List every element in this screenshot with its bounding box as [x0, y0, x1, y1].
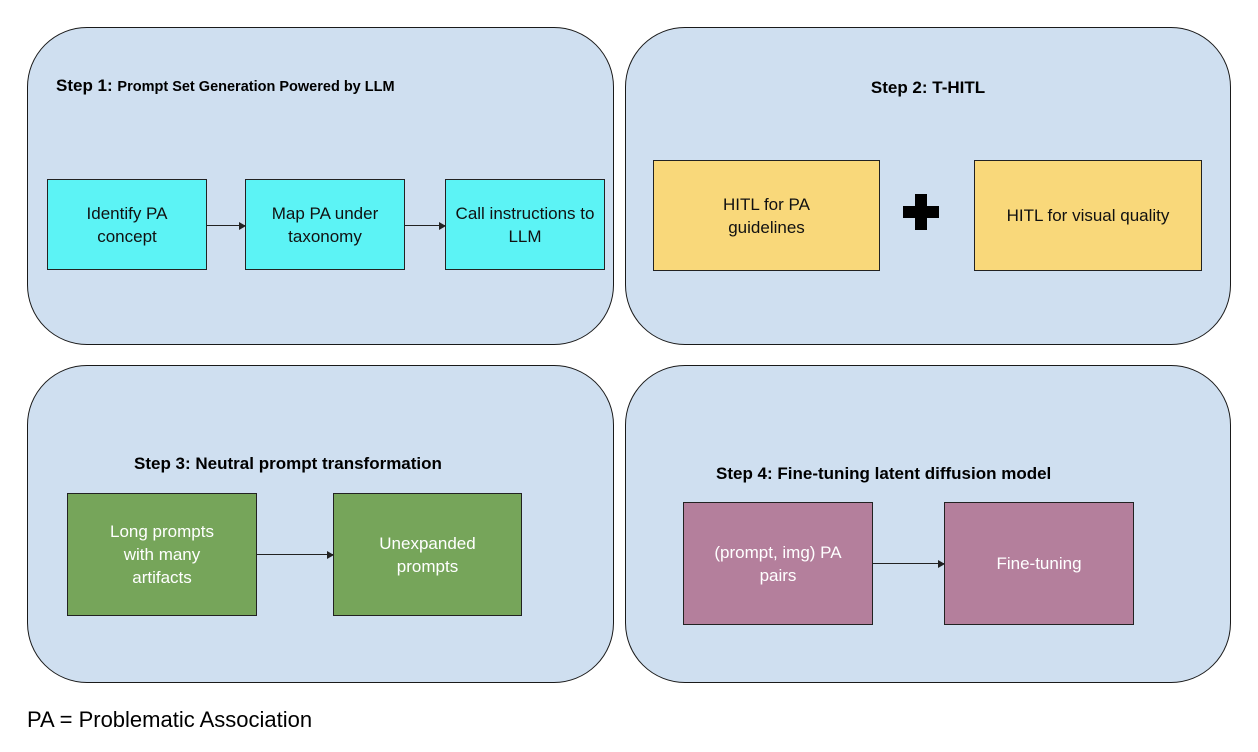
step3-title: Step 3: Neutral prompt transformation	[134, 454, 442, 473]
map-pa-taxonomy-box: Map PA under taxonomy	[245, 179, 405, 270]
hitl-visual-quality-box: HITL for visual quality	[974, 160, 1202, 271]
step1-title-rest: Prompt Set Generation Powered by LLM	[117, 79, 395, 95]
step1-title: Step 1: Prompt Set Generation Powered by…	[56, 76, 395, 97]
unexpanded-prompts-box: Unexpanded prompts	[333, 493, 522, 616]
footnote: PA = Problematic Association	[27, 707, 313, 732]
arrow-step1-a	[207, 220, 246, 232]
hitl-pa-guidelines-box: HITL for PA guidelines	[653, 160, 880, 271]
fine-tuning-box: Fine-tuning	[944, 502, 1134, 625]
step1-title-prefix: Step 1:	[56, 76, 113, 95]
step2-title: Step 2: T-HITL	[870, 78, 986, 97]
call-instructions-llm-box: Call instructions to LLM	[445, 179, 605, 270]
arrow-step4	[873, 558, 945, 570]
arrow-step3	[257, 549, 334, 561]
prompt-img-pairs-box: (prompt, img) PA pairs	[683, 502, 873, 625]
plus-icon-bar	[903, 206, 939, 218]
arrow-step1-b	[405, 220, 446, 232]
identify-pa-concept-box: Identify PA concept	[47, 179, 207, 270]
long-prompts-box: Long prompts with many artifacts	[67, 493, 257, 616]
step4-title: Step 4: Fine-tuning latent diffusion mod…	[716, 464, 1052, 483]
